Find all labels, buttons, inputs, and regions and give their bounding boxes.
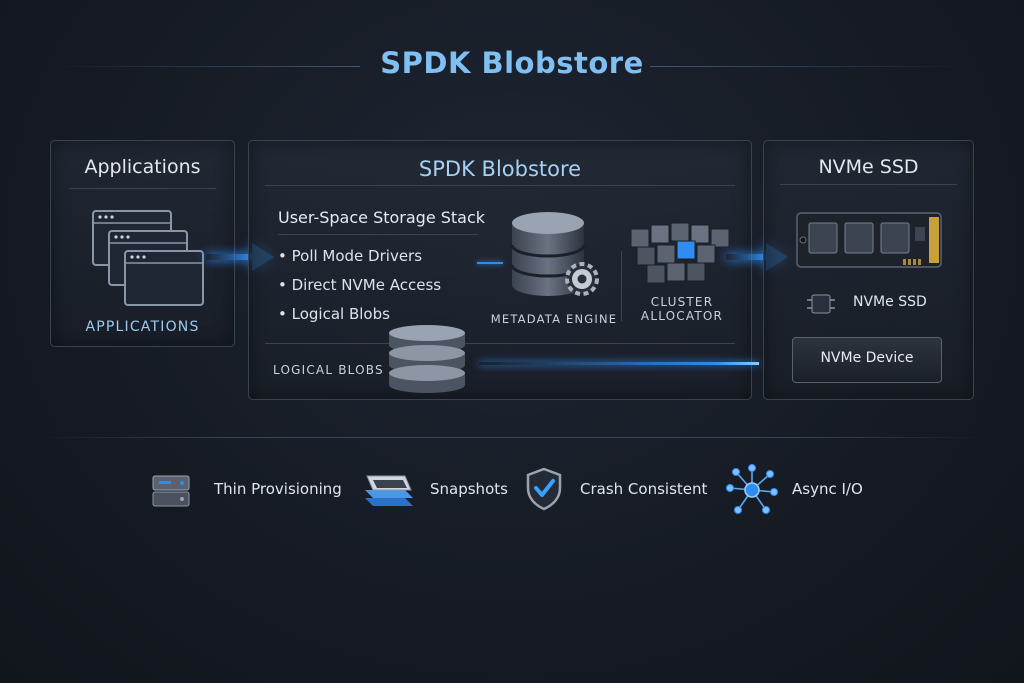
nvme-divider	[780, 184, 957, 185]
network-hub-icon	[726, 464, 778, 514]
applications-panel: Applications APPLICATIONS	[50, 140, 235, 347]
feature-label: Snapshots	[430, 480, 508, 498]
applications-caption: APPLICATIONS	[85, 319, 200, 335]
server-icon	[152, 475, 190, 507]
bullet-item: • Poll Mode Drivers	[278, 247, 423, 265]
feature-label: Async I/O	[792, 480, 863, 498]
database-gear-icon	[510, 212, 599, 296]
subheading-underline	[278, 234, 478, 235]
blobstore-lower-divider	[265, 343, 735, 344]
shield-check-icon	[526, 467, 562, 511]
nvme-title: NVMe SSD	[818, 156, 919, 178]
applications-title: Applications	[84, 156, 201, 178]
vertical-divider	[621, 251, 622, 321]
application-windows-icon	[92, 210, 204, 306]
features-row: Thin Provisioning Snapshots Crash Consis…	[0, 462, 1024, 522]
logical-blobs-label: LOGICAL BLOBS	[273, 363, 384, 377]
title-divider-right	[650, 66, 970, 67]
nvme-chip-label: NVMe SSD	[853, 294, 927, 310]
blobstore-subheading: User-Space Storage Stack	[278, 208, 486, 227]
arrow-blobstore-to-nvme	[726, 254, 768, 260]
bullet-item: • Direct NVMe Access	[278, 276, 442, 294]
chip-icon	[807, 294, 835, 314]
nvme-device-card: NVMe Device	[792, 337, 942, 383]
applications-divider	[69, 188, 216, 189]
feature-label: Crash Consistent	[580, 480, 708, 498]
page-title: SPDK Blobstore	[380, 46, 644, 80]
section-divider	[40, 437, 984, 438]
title-row: SPDK Blobstore	[0, 44, 1024, 84]
blobstore-title: SPDK Blobstore	[418, 157, 582, 181]
nvme-panel: NVMe SSD NVMe SSD NVMe Device	[763, 140, 974, 400]
stacked-disks-icon	[389, 325, 465, 393]
feature-label: Thin Provisioning	[214, 480, 342, 498]
arrow-apps-to-blobstore	[206, 254, 254, 260]
metadata-engine-label: METADATA ENGINE	[490, 312, 618, 326]
cluster-allocator-label: CLUSTER ALLOCATOR	[640, 295, 724, 323]
blobstore-divider	[265, 185, 735, 186]
cube-cluster-icon	[630, 222, 730, 284]
connector-line	[477, 262, 503, 264]
data-path-line	[479, 362, 759, 365]
m2-ssd-icon	[796, 212, 942, 268]
title-divider-left	[48, 66, 360, 67]
bullet-item: • Logical Blobs	[278, 305, 390, 323]
blobstore-panel: SPDK Blobstore User-Space Storage Stack …	[248, 140, 759, 400]
nvme-device-label: NVMe Device	[820, 350, 914, 366]
layers-icon	[365, 475, 413, 506]
